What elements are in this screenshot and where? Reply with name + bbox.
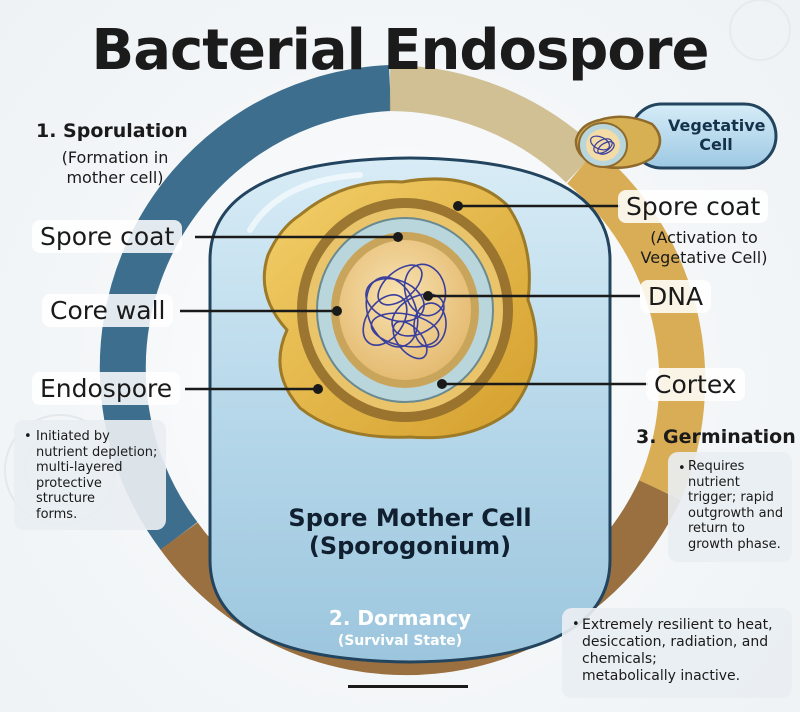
- germination-note: • Requires nutrient trigger; rapid outgr…: [668, 452, 792, 562]
- sporulation-note-bullet: •: [24, 429, 32, 444]
- stage-dormancy-sub: (Survival State): [337, 633, 463, 649]
- label-cortex: Cortex: [646, 368, 745, 401]
- cell-highlight: [247, 172, 363, 233]
- mother-cell-line2: (Sporogonium): [308, 532, 512, 560]
- germination-note-line: Requires: [688, 459, 745, 474]
- sporulation-note-line: structure: [36, 491, 95, 506]
- pointer-dots: [313, 201, 463, 394]
- dormancy-note-line: chemicals;: [582, 651, 657, 667]
- spore-coat-right-sub-line2: Vegetative Cell): [640, 248, 768, 267]
- stage-germination-title: 3. Germination: [636, 426, 796, 448]
- label-spore-coat-right-sub: (Activation to Vegetative Cell): [618, 228, 790, 268]
- decor-circle: [729, 0, 791, 61]
- dormancy-note-text: Extremely resilient to heat, desiccation…: [582, 617, 773, 685]
- dot-cortex: [437, 379, 447, 389]
- stage-sporulation-title: 1. Sporulation: [36, 120, 188, 142]
- sporulation-note: • Initiated by nutrient depletion; multi…: [14, 420, 166, 530]
- dormancy-note: • Extremely resilient to heat, desiccati…: [562, 608, 792, 698]
- sporulation-sub-line1: (Formation in: [61, 148, 169, 167]
- label-core-wall: Core wall: [42, 294, 174, 327]
- germination-note-text: Requires nutrient trigger; rapid outgrow…: [688, 459, 783, 552]
- label-endospore: Endospore: [32, 372, 181, 405]
- germination-note-line: nutrient: [688, 474, 740, 490]
- spore-coat-right-sub-line1: (Activation to: [650, 228, 758, 247]
- vegetative-cell-illustration: [574, 102, 778, 170]
- dot-dna: [423, 291, 433, 301]
- label-spore-coat-left: Spore coat: [32, 220, 183, 253]
- sporulation-sub-line2: mother cell): [66, 168, 164, 187]
- germination-arc: [567, 148, 706, 499]
- vegetative-cell-line1: Vegetative: [668, 116, 766, 135]
- sporulation-note-line: Initiated by: [36, 429, 110, 444]
- transition-arc: [389, 65, 598, 183]
- dot-endospore: [313, 384, 323, 394]
- dot-spore-coat-right: [453, 201, 463, 211]
- dormancy-note-line: desiccation, radiation, and: [582, 634, 769, 650]
- vegetative-cell-label: Vegetative Cell: [668, 116, 766, 154]
- mother-cell-label: Spore Mother Cell (Sporogonium): [230, 504, 590, 560]
- dot-core-wall: [332, 306, 342, 316]
- label-dna: DNA: [640, 280, 712, 313]
- page-title: Bacterial Endospore: [91, 18, 710, 83]
- germination-note-line: outgrowth and: [688, 505, 784, 521]
- stage-dormancy-title: 2. Dormancy: [328, 606, 472, 630]
- label-spore-coat-right: Spore coat: [618, 190, 769, 223]
- stage-sporulation-sub: (Formation in mother cell): [30, 148, 200, 188]
- vegetative-cell-line2: Cell: [699, 135, 733, 154]
- dna-strand: [362, 263, 447, 360]
- dormancy-note-bullet: •: [572, 617, 580, 632]
- dormancy-note-line: metabolically inactive.: [582, 668, 741, 684]
- sporulation-note-text: Initiated by nutrient depletion; multi-l…: [36, 429, 157, 522]
- germination-note-line: trigger; rapid: [688, 490, 774, 505]
- bottom-divider: [348, 685, 468, 688]
- pointer-lines: [180, 204, 648, 391]
- germination-note-bullet: •: [678, 461, 686, 476]
- germination-note-line: return to: [688, 521, 745, 536]
- spore-core: [339, 240, 471, 380]
- dot-spore-coat-left: [393, 232, 403, 242]
- sporulation-note-line: multi-layered: [36, 460, 123, 475]
- mother-cell-line1: Spore Mother Cell: [288, 504, 532, 532]
- sporulation-note-line: forms.: [36, 506, 78, 522]
- sporulation-note-line: protective: [36, 475, 102, 491]
- germination-note-line: growth phase.: [688, 536, 781, 552]
- sporulation-note-line: nutrient depletion;: [36, 444, 158, 460]
- dormancy-note-line: Extremely resilient to heat,: [582, 617, 773, 633]
